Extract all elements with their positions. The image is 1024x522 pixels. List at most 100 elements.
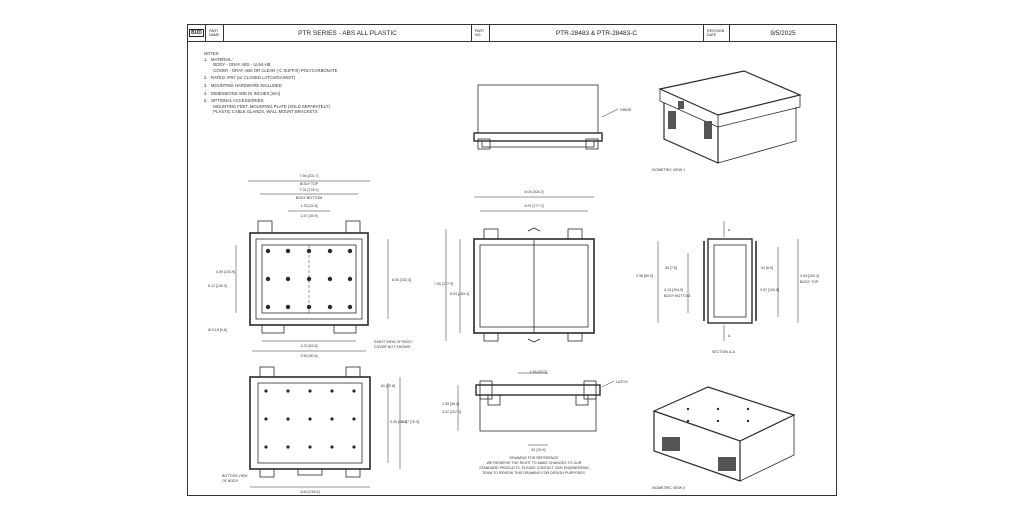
section-mark-top: A [728, 228, 731, 232]
top-view-label-1: RIGHT VIEW OF BODY [374, 340, 413, 344]
dim-overall-width: 7.94 [201.7] [300, 174, 319, 178]
section-mark-bottom: A [728, 334, 731, 338]
mounting-hole [308, 389, 312, 393]
mounting-hole [347, 248, 353, 254]
mounting-hole [746, 407, 750, 411]
mounting-hole [285, 276, 291, 282]
mounting-hole [686, 419, 690, 423]
dim-height-b: 5.12 [130.0] [208, 284, 227, 288]
dim-front-height-inner: 6.04 [153.4] [450, 292, 469, 296]
dim-side-bot-w: 1.26 [32.0] [530, 370, 547, 374]
disclaimer-line: TEAM TO REVIEW THIS DRAWING FOR DESIGN P… [482, 471, 586, 475]
body-top-label: BODY TOP [800, 280, 819, 284]
hinge-callout: HINGE [620, 108, 632, 112]
dim-side-h1: 2.36 [60.0] [636, 274, 653, 278]
dim-side-h4: 3.94 [100.2] [800, 274, 819, 278]
isometric-view-2 [652, 386, 796, 482]
dim-height-c: 6.00 [152.4] [392, 278, 411, 282]
part-number: PTR-28483 & PTR-28483-C [490, 25, 704, 41]
dim-front-inner: 6.97 [177.0] [525, 204, 544, 208]
mounting-hole [264, 389, 268, 393]
note-line: MOUNTING FEET, MOUNTING PLATE (SOLD SEPA… [204, 103, 330, 109]
mounting-hole [286, 417, 290, 421]
part-name: PTR SERIES - ABS ALL PLASTIC [224, 25, 472, 41]
isometric-view-1 [658, 70, 802, 164]
notes-block: NOTES:1. MATERIAL: BODY - GRAY ABS - UL9… [204, 51, 337, 115]
section-view [657, 221, 799, 341]
mounting-hole [286, 445, 290, 449]
technical-drawing: 7.94 [201.7] BODY TOP 7.01 [178.1] BODY … [208, 70, 819, 494]
dim-body-bottom-label: BODY BOTTOM [296, 196, 322, 200]
dim-body-top-label: BODY TOP [300, 182, 319, 186]
dim-side-h2: 4.13 [104.9] [664, 288, 683, 292]
dim-bottom-w-side: .81 [20.6] [531, 448, 546, 452]
dim-side-bot-h2: 4.22 [107.2] [442, 410, 461, 414]
bottom-view [249, 366, 401, 488]
mounting-hole [746, 419, 750, 423]
title-block: BUD PART NAME PTR SERIES - ABS ALL PLAST… [188, 25, 836, 42]
dim-bottom-h2: 2.77 [70.3] [402, 420, 419, 424]
dim-front-height: 7.00 [177.9] [434, 282, 453, 286]
mounting-hole [264, 445, 268, 449]
mounting-hole [265, 304, 271, 310]
mounting-hole [352, 417, 356, 421]
dim-side-t2: .34 [8.5] [760, 266, 773, 270]
dim-depth-a: 3.22 [81.8] [301, 344, 318, 348]
mounting-hole [347, 304, 353, 310]
mounting-hole [308, 445, 312, 449]
mounting-hole [264, 417, 268, 421]
mounting-hole [306, 276, 312, 282]
note-line: 3. MOUNTING HARDWARE INCLUDED [204, 82, 282, 88]
top-view-label-2: COVER NOT SHOWN [374, 345, 410, 349]
bud-logo: BUD [188, 25, 206, 41]
part-no-label: PART NO. [472, 25, 490, 41]
note-line: 2. RATED: IP67 (w/ CLOSED LATCH/GASKET) [204, 75, 296, 81]
mounting-hole [347, 276, 353, 282]
bottom-view-label-1: BOTTOM VIEW [222, 474, 248, 478]
note-line: PLASTIC CABLE GLANDS, WALL MOUNT BRACKET… [204, 109, 318, 115]
top-view [235, 180, 389, 352]
dim-inner-width: 7.01 [178.1] [300, 188, 319, 192]
iso-view-2-label: ISOMETRIC VIEW 2 [652, 486, 685, 490]
dim-side-bot-h: 1.39 [35.2] [442, 402, 459, 406]
note-line: 4. DIMENSIONS ARE IN INCHES [mm] [204, 90, 280, 96]
bottom-view-label-2: OF BODY [222, 479, 239, 483]
dim-side-t1: .30 [7.6] [664, 266, 677, 270]
disclaimer-line: STANDARD PRODUCTS. PLEASE CONTACT OUR EN… [479, 466, 589, 470]
dim-front-width: 8.04 [204.2] [525, 190, 544, 194]
mounting-hole [686, 407, 690, 411]
mounting-hole [330, 445, 334, 449]
disclaimer-line: WE RESERVE THE RIGHT TO MAKE CHANGES TO … [487, 461, 582, 465]
revision-label: REVISION DATE [704, 25, 730, 41]
mounting-hole [265, 248, 271, 254]
part-name-label: PART NAME [206, 25, 224, 41]
mounting-hole [327, 304, 333, 310]
mounting-hole [352, 445, 356, 449]
notes-heading: NOTES: [204, 51, 220, 56]
dim-width-b: 1.57 [39.9] [301, 214, 318, 218]
mounting-hole [285, 248, 291, 254]
front-view [445, 196, 595, 343]
logo-text: BUD [189, 29, 204, 37]
note-line: 1. MATERIAL: [204, 56, 233, 62]
mounting-hole [327, 276, 333, 282]
mounting-hole [327, 248, 333, 254]
dim-depth-b: 3.56 [90.5] [301, 354, 318, 358]
note-line: COVER - GRAY ABS OR CLEAR (-C SUFFIX) PO… [204, 67, 338, 73]
dim-width-a: 1.25 [31.8] [301, 204, 318, 208]
iso-view-1-label: ISOMETRIC VIEW 1 [652, 168, 685, 172]
mounting-hole [286, 389, 290, 393]
drawing-sheet: BUD PART NAME PTR SERIES - ABS ALL PLAST… [187, 24, 837, 496]
revision-date: 9/5/2025 [770, 29, 796, 37]
disclaimer-line: DRAWING FOR REFERENCE [510, 456, 560, 460]
dim-bottom-w: 8.60 [218.5] [301, 490, 320, 494]
side-view-bottom [457, 372, 615, 446]
mounting-hole [265, 276, 271, 282]
mounting-hole [352, 389, 356, 393]
note-line: BODY - GRAY ABS - UL94-HB [204, 62, 271, 68]
body-bottom-label: BODY BOTTOM [664, 294, 690, 298]
dim-side-bot-d: .81 [20.6] [380, 384, 395, 388]
section-label: SECTION A-A [712, 350, 735, 354]
dim-mount-dia: Ø 0.18 [4.6] [208, 328, 227, 332]
mounting-hole [308, 417, 312, 421]
